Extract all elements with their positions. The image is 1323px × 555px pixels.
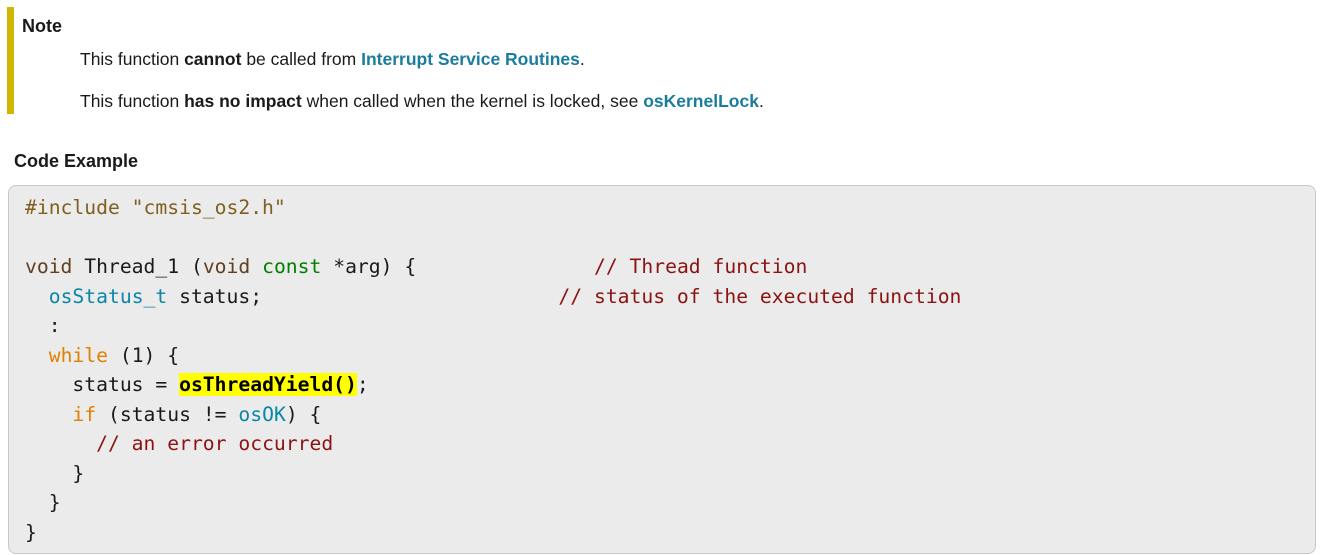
code-keyword-flow: if (72, 402, 97, 426)
emphasis-text: cannot (184, 49, 242, 69)
text-segment (250, 255, 262, 278)
text-segment: when called when the kernel is locked, s… (301, 91, 644, 111)
code-keyword-type: void (25, 255, 73, 278)
code-fragment: #include "cmsis_os2.h" void Thread_1 (vo… (25, 193, 1307, 547)
note-paragraph: This function cannot be called from Inte… (80, 48, 1316, 70)
note-block: Note This function cannot be called from… (7, 7, 1316, 114)
text-segment (25, 403, 72, 426)
text-segment: status; (167, 284, 559, 308)
text-segment: be called from (241, 49, 362, 69)
documentation-page: Note This function cannot be called from… (0, 7, 1323, 555)
text-segment: ) { (285, 402, 322, 426)
code-line: void Thread_1 (void const *arg) { // Thr… (25, 252, 1307, 282)
osok-link[interactable]: osOK (238, 402, 286, 426)
text-segment: } (25, 461, 85, 485)
code-example-block: #include "cmsis_os2.h" void Thread_1 (vo… (8, 185, 1316, 554)
code-line: if (status != osOK) { (25, 400, 1307, 430)
text-segment (25, 285, 49, 308)
code-line: } (25, 459, 1307, 489)
text-segment (25, 344, 49, 367)
code-comment: // an error occurred (96, 432, 334, 455)
code-keyword: const (262, 255, 322, 278)
interrupt-service-routines-link[interactable]: Interrupt Service Routines (361, 49, 580, 69)
text-segment: (1) { (107, 343, 180, 367)
oskernellock-link[interactable]: osKernelLock (643, 91, 759, 111)
code-line: osStatus_t status; // status of the exec… (25, 282, 1307, 312)
code-example-heading: Code Example (14, 151, 139, 171)
text-segment: . (579, 49, 585, 69)
text-segment (25, 432, 96, 455)
code-keyword-flow: while (48, 343, 108, 367)
note-body: This function cannot be called from Inte… (22, 48, 1316, 112)
text-segment: . (758, 91, 764, 111)
text-segment: } (25, 520, 37, 544)
code-line (25, 223, 1307, 253)
text-segment: *arg) { (321, 255, 594, 278)
emphasis-text: has no impact (184, 91, 302, 111)
text-segment: : (25, 314, 61, 337)
code-preprocessor: #include "cmsis_os2.h" (25, 196, 286, 219)
text-segment: status = (25, 373, 180, 396)
code-line: // an error occurred (25, 429, 1307, 459)
osthreadyield-link-highlighted[interactable]: osThreadYield() (179, 373, 357, 396)
text-segment: Thread_1 ( (72, 255, 203, 278)
text-segment: This function (80, 49, 185, 69)
code-line: } (25, 518, 1307, 548)
osstatus-t-link[interactable]: osStatus_t (48, 284, 168, 308)
note-title: Note (22, 16, 62, 36)
code-line: while (1) { (25, 341, 1307, 371)
code-comment: // status of the executed function (558, 284, 962, 308)
code-line: } (25, 488, 1307, 518)
text-segment: ; (356, 373, 369, 396)
note-paragraph: This function has no impact when called … (80, 90, 1316, 112)
code-line: status = osThreadYield(); (25, 370, 1307, 400)
text-segment: (status != (96, 402, 239, 426)
code-comment: // Thread function (593, 255, 808, 278)
text-segment: } (25, 491, 61, 514)
code-line: : (25, 311, 1307, 341)
code-line: #include "cmsis_os2.h" (25, 193, 1307, 223)
text-segment: This function (80, 91, 185, 111)
text-segment (25, 226, 37, 249)
code-keyword-type: void (202, 255, 251, 278)
